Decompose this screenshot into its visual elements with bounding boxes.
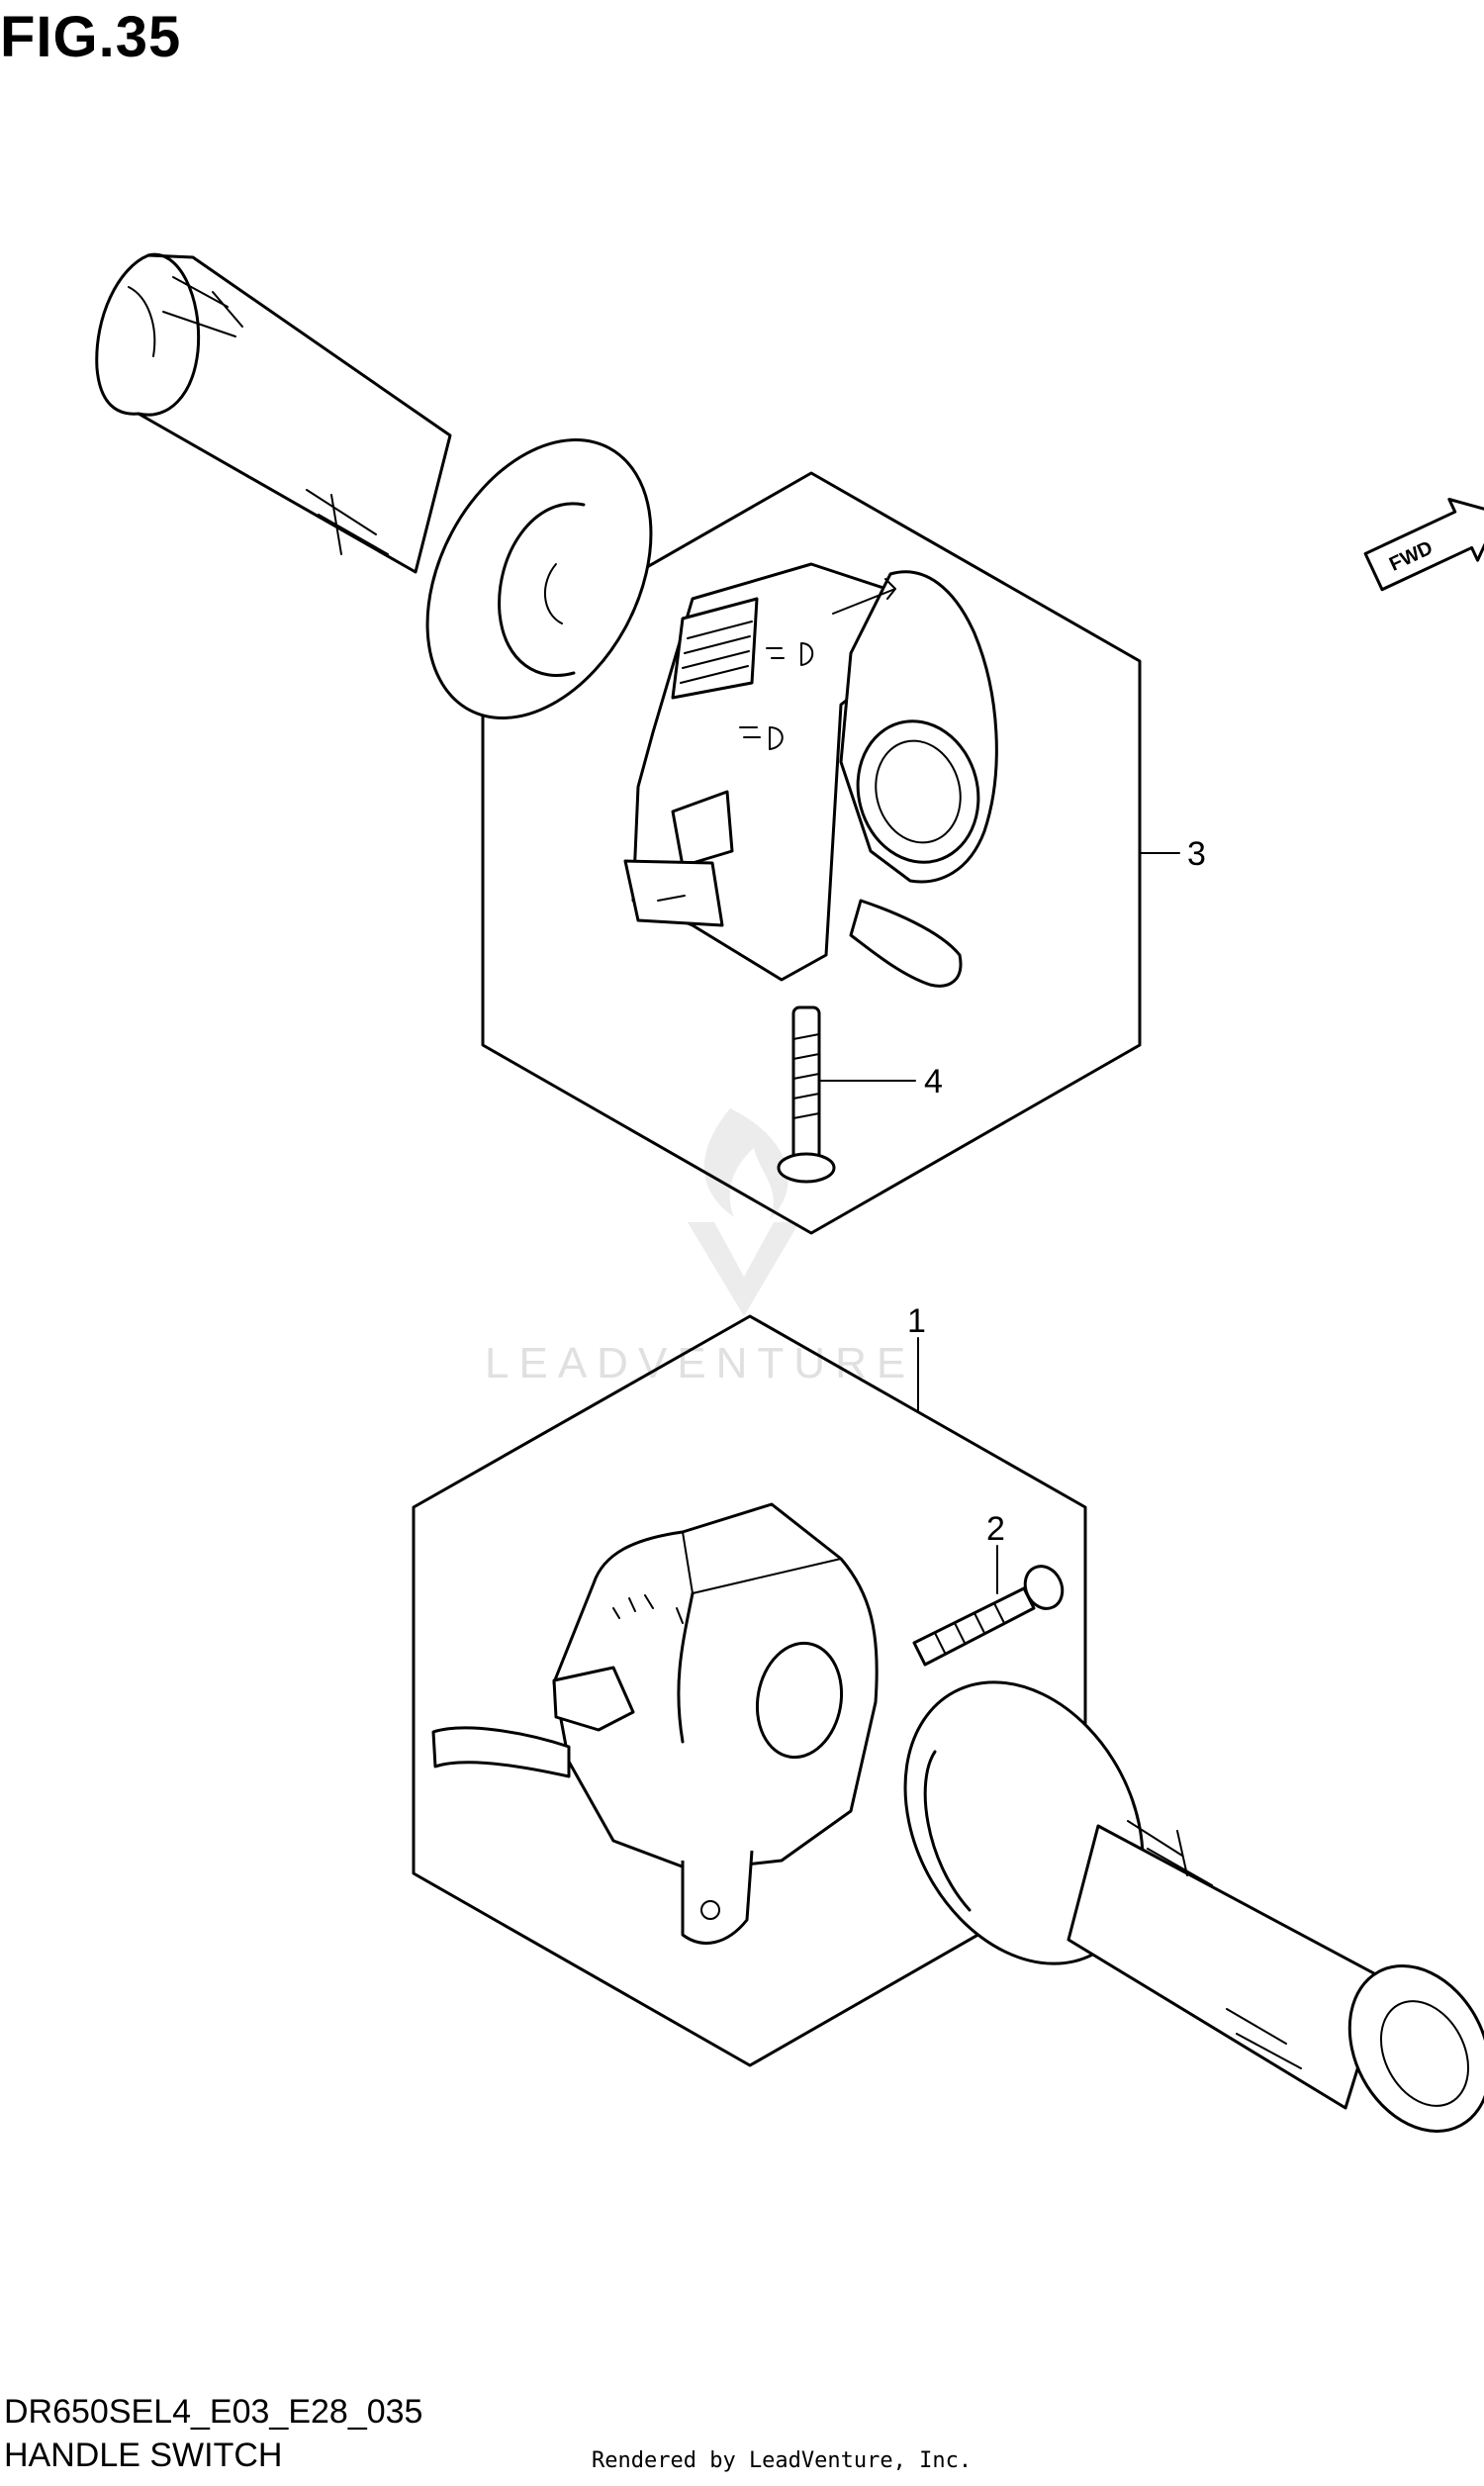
switch-housing-upper <box>623 562 998 988</box>
throttle-grip-upper <box>95 252 653 720</box>
throttle-grip-lower <box>903 1680 1484 2133</box>
fwd-direction-badge: FWD <box>1363 498 1484 592</box>
switch-housing-lower <box>431 1502 879 1945</box>
callout-4: 4 <box>924 1063 943 1100</box>
watermark-text: LEADVENTURE <box>485 1339 915 1387</box>
callout-1: 1 <box>907 1302 926 1340</box>
kit-outline-part-1 <box>412 1314 1087 2067</box>
diagram-name: HANDLE SWITCH <box>4 2437 283 2474</box>
diagram-code: DR650SEL4_E03_E28_035 <box>4 2393 423 2431</box>
render-credit: Rendered by LeadVenture, Inc. <box>592 2448 973 2473</box>
callout-3: 3 <box>1187 835 1206 873</box>
screw-part-2 <box>912 1565 1065 1667</box>
screw-part-4 <box>777 1005 836 1184</box>
callout-2: 2 <box>986 1510 1005 1548</box>
figure-title: FIG.35 <box>0 5 182 69</box>
